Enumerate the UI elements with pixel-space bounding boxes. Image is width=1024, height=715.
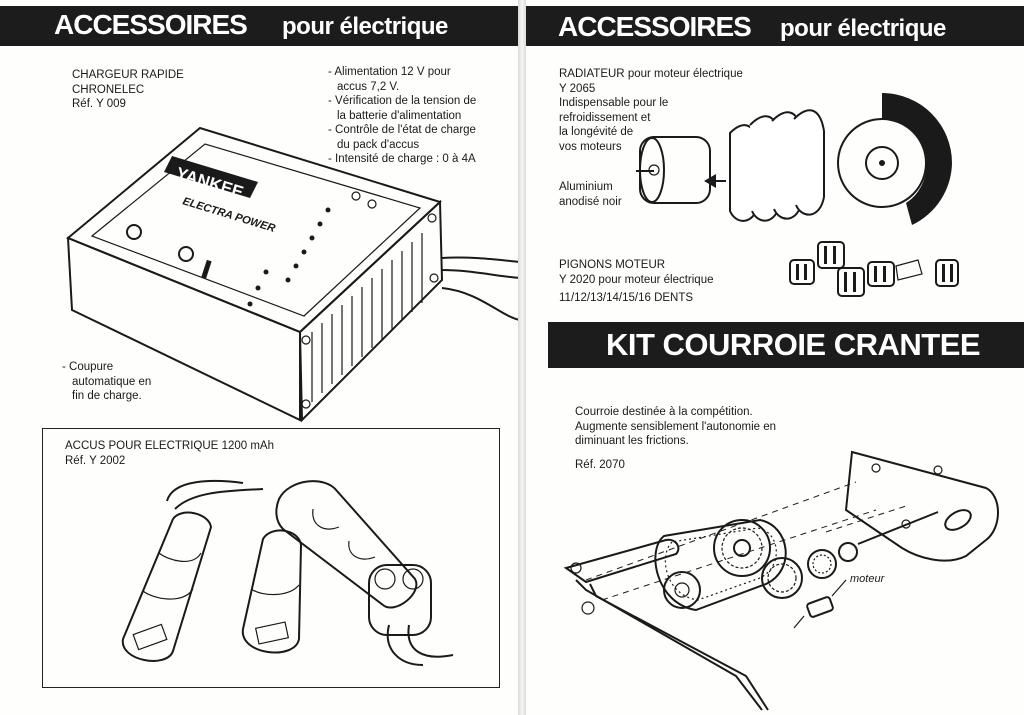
pinions-text: PIGNONS MOTEUR Y 2020 pour moteur électr… [559, 258, 714, 306]
cutoff-line: automatique en [72, 375, 152, 388]
left-banner: ACCESSOIRES pour électrique [0, 6, 520, 46]
charger-ref: Réf. Y 009 [72, 98, 126, 110]
radiator-title: RADIATEUR [559, 68, 625, 80]
feature-line: - Intensité de charge : 0 à 4A [328, 153, 476, 165]
batteries-ref: Réf. Y 2002 [65, 454, 126, 467]
cutoff-line: - Coupure [62, 361, 114, 373]
right-page: ACCESSOIRES pour électrique RADIATEUR po… [526, 0, 1024, 715]
motor-label: moteur [850, 573, 886, 585]
device-model: ELECTRA POWER [181, 195, 277, 235]
belt-text: Courroie destinée à la compétition. Augm… [575, 405, 776, 472]
switch-icon [201, 259, 212, 279]
batteries-name: ACCUS POUR ELECTRIQUE [65, 440, 219, 452]
feature-line: - Alimentation 12 V pour [328, 66, 451, 78]
pinions-title: PIGNONS MOTEUR [559, 259, 666, 271]
belt-kit-illustration: moteur [563, 450, 999, 711]
belt-desc-line: Courroie destinée à la compétition. [575, 406, 753, 418]
radiator-desc-line: la longévité de [559, 126, 634, 138]
radiator-desc-line: Indispensable pour le [559, 97, 669, 109]
left-banner-main: ACCESSOIRES [54, 9, 248, 40]
kit-banner-title: KIT COURROIE CRANTEE [606, 327, 981, 362]
radiator-illustration [636, 93, 952, 225]
right-banner-main: ACCESSOIRES [558, 11, 752, 42]
right-banner: ACCESSOIRES pour électrique [526, 6, 1024, 46]
kit-banner: KIT COURROIE CRANTEE [548, 322, 1024, 368]
auto-cutoff: - Coupure automatique en fin de charge. [62, 360, 151, 404]
knob-icon [126, 224, 142, 240]
material-line: anodisé noir [559, 195, 622, 208]
battery-packs-illustration [121, 479, 454, 666]
belt-desc-line: Augmente sensiblement l'autonomie en [575, 420, 777, 433]
feature-line: la batterie d'alimentation [337, 109, 462, 122]
feature-line: du pack d'accus [337, 138, 420, 151]
page-gutter [518, 0, 528, 715]
left-page: ACCESSOIRES pour électrique CHARGEUR RAP… [0, 6, 520, 688]
knob-icon [178, 246, 194, 262]
material-line: Aluminium [559, 181, 613, 193]
radiator-title-rest: pour moteur électrique [627, 68, 743, 80]
charger-illustration: YANKEE ELECTRA POWER [66, 126, 520, 423]
batteries-title: ACCUS POUR ELECTRIQUE 1200 mAh Réf. Y 20… [65, 439, 274, 468]
radiator-text: RADIATEUR pour moteur électrique Y 2065 … [559, 67, 743, 154]
batteries-box: ACCUS POUR ELECTRIQUE 1200 mAh Réf. Y 20… [42, 428, 500, 688]
radiator-ref: Y 2065 [559, 82, 596, 95]
radiator-material: Aluminium anodisé noir [559, 180, 622, 209]
arrow-left-icon [704, 174, 716, 188]
feature-line: - Vérification de la tension de [328, 95, 477, 107]
pinions-sizes: 11/12/13/14/15/16 DENTS [559, 292, 694, 304]
charger-title-line: CHARGEUR RAPIDE [72, 69, 184, 81]
pinions-illustration [789, 241, 959, 297]
belt-ref: Réf. 2070 [575, 458, 625, 471]
charger-title-line: CHRONELEC [72, 83, 145, 96]
feature-line: accus 7,2 V. [337, 80, 400, 93]
charger-features: - Alimentation 12 V pour accus 7,2 V. - … [328, 65, 476, 167]
radiator-desc-line: vos moteurs [559, 140, 622, 153]
batteries-capacity: 1200 mAh [221, 440, 274, 452]
charger-title: CHARGEUR RAPIDE CHRONELEC Réf. Y 009 [72, 68, 184, 112]
feature-line: - Contrôle de l'état de charge [328, 124, 476, 136]
cutoff-line: fin de charge. [72, 390, 142, 402]
left-banner-sub: pour électrique [282, 13, 448, 40]
right-banner-sub: pour électrique [780, 15, 946, 42]
pinions-ref: Y 2020 pour moteur électrique [559, 273, 714, 286]
radiator-desc-line: refroidissement et [559, 111, 651, 124]
belt-desc-line: diminuant les frictions. [575, 435, 689, 447]
